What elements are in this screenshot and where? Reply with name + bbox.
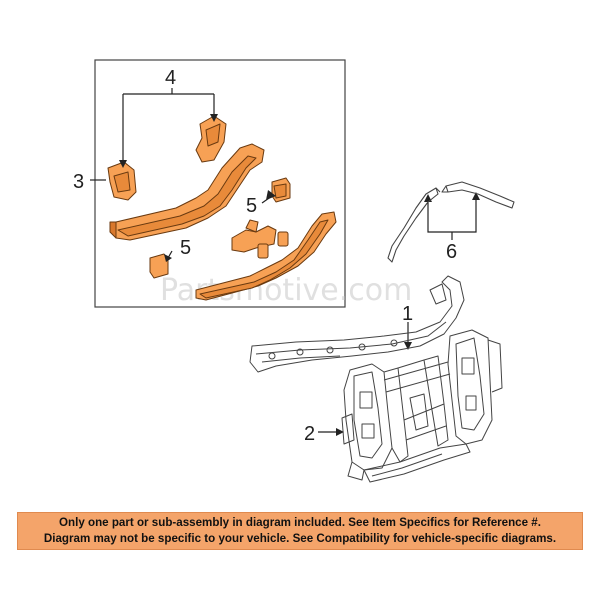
lower-rail-part: [195, 211, 337, 301]
callout-5-upper: 5: [246, 195, 257, 217]
callout-1: 1: [402, 303, 413, 325]
clip-part-upper: [271, 177, 291, 203]
notice-line-1: Only one part or sub-assembly in diagram…: [59, 516, 541, 529]
callout-arrowheads: [119, 114, 480, 436]
callout-4: 4: [165, 67, 176, 89]
callout-3: 3: [73, 171, 84, 193]
callout-2: 2: [304, 423, 315, 445]
notice-line-2: Diagram may not be specific to your vehi…: [43, 532, 557, 545]
upper-rail-part: [109, 143, 265, 241]
upper-bracket-part: [195, 115, 227, 163]
callout-6: 6: [446, 241, 457, 263]
center-bracket-part: [231, 219, 289, 259]
compatibility-notice: Only one part or sub-assembly in diagram…: [17, 512, 583, 550]
radiator-support-assembly: [249, 275, 503, 483]
seal-strips-part: [387, 181, 515, 263]
highlighted-parts: [107, 115, 337, 301]
detail-inset-box: [94, 59, 346, 308]
callout-5-lower: 5: [180, 237, 191, 259]
left-bracket-part: [107, 161, 137, 201]
